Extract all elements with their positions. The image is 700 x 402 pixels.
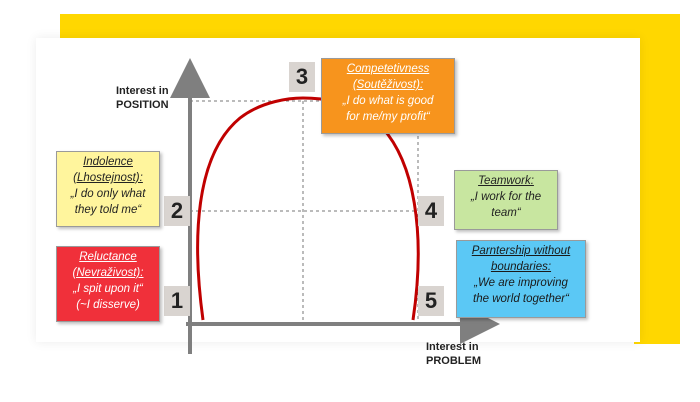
partnership-line2: the world together“ [473,293,569,305]
partnership-box: Parntership without boundaries: „We are … [456,240,586,318]
competitiveness-line2: for me/my profit“ [346,111,430,123]
x-axis-label-line1: Interest in [426,341,479,353]
y-axis-label: Interest in POSITION [116,84,169,112]
x-axis-label: Interest in PROBLEM [426,340,481,368]
indolence-line2: they told me“ [74,204,142,216]
y-axis-label-line1: Interest in [116,85,169,97]
teamwork-box: Teamwork: „I work for the team“ [454,170,558,230]
competitiveness-line1: „I do what is good [342,95,434,107]
partnership-title: Parntership without [471,245,571,257]
yellow-banner-right [634,14,680,344]
reluctance-box: Reluctance (Nevraživost): „I spit upon i… [56,246,160,322]
reluctance-subtitle: (Nevraživost): [72,267,144,279]
reluctance-line2: (~I disserve) [76,299,140,311]
partnership-subtitle: boundaries: [490,261,552,273]
marker-2: 2 [164,196,190,226]
competitiveness-title: Competetivness [346,63,430,75]
partnership-line1: „We are improving [474,277,568,289]
marker-1: 1 [164,286,190,316]
competitiveness-box: Competetivness (Soutěživost): „I do what… [321,58,455,134]
marker-3: 3 [289,62,315,92]
y-axis-label-line2: POSITION [116,99,169,111]
indolence-title: Indolence [83,156,133,168]
marker-4: 4 [418,196,444,226]
x-axis-label-line2: PROBLEM [426,355,481,367]
interest-curve [196,96,420,321]
teamwork-line1: „I work for the [470,191,542,203]
teamwork-title: Teamwork: [478,175,534,187]
indolence-subtitle: (Lhostejnost): [73,172,143,184]
marker-5: 5 [418,286,444,316]
reluctance-title: Reluctance [79,251,137,263]
indolence-line1: „I do only what [70,188,146,200]
reluctance-line1: „I spit upon it“ [73,283,143,295]
indolence-box: Indolence (Lhostejnost): „I do only what… [56,151,160,227]
teamwork-line2: team“ [491,207,521,219]
competitiveness-subtitle: (Soutěživost): [352,79,424,91]
